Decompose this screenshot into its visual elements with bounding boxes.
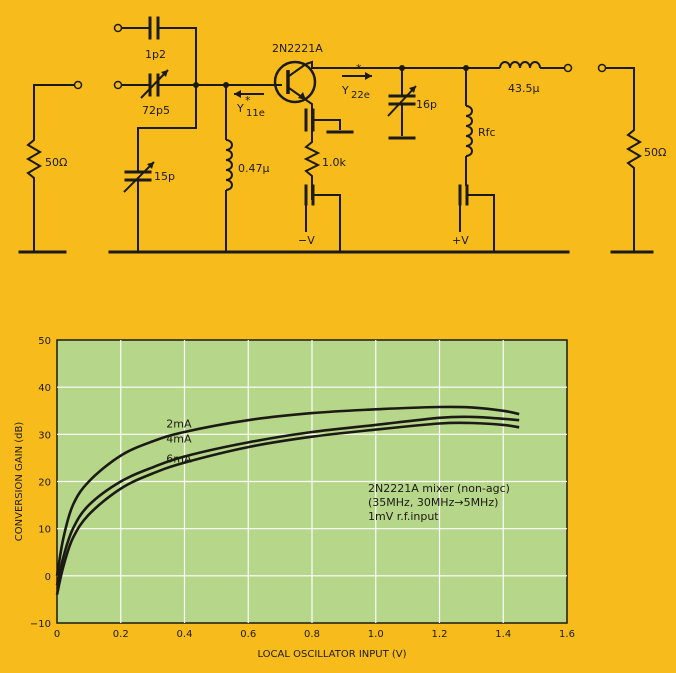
label-c-out: 16p <box>416 98 437 111</box>
y22e-arrow <box>342 72 372 80</box>
x-axis-label: LOCAL OSCILLATOR INPUT (V) <box>257 649 406 660</box>
inductor-43.5u <box>466 61 573 73</box>
capacitor-15p <box>123 85 197 252</box>
label-l-out: 43.5µ <box>508 82 540 95</box>
label-c1: 1p2 <box>145 48 166 61</box>
emitter-bypass-capacitor <box>304 108 354 134</box>
label-y22e: Y <box>341 84 349 97</box>
capacitor-16p <box>387 65 417 140</box>
transistor-2n2221a <box>273 60 466 128</box>
label-r-emitter: 1.0k <box>322 156 346 169</box>
output-resistor <box>597 63 642 252</box>
x-tick-labels: 0 0.2 0.4 0.6 0.8 1.0 1.2 1.4 1.6 <box>54 629 575 640</box>
series-line-4mA <box>55 415 520 586</box>
emitter-resistor <box>303 128 321 200</box>
x-tick-label: 1.6 <box>559 629 575 640</box>
label-r-in: 50Ω <box>45 156 67 169</box>
x-tick-label: 0.8 <box>304 629 320 640</box>
y-tick-label: 40 <box>38 383 51 394</box>
series-lines <box>55 405 520 595</box>
label-y11e-sub: 11e <box>246 108 265 119</box>
y-tick-labels: −10 0 10 20 30 40 50 <box>30 336 51 630</box>
label-l1: 0.47µ <box>238 162 270 175</box>
terminal-lo <box>113 23 123 33</box>
rfc-choke <box>458 65 495 252</box>
label-y22e-star: * <box>356 62 362 75</box>
series-labels: 2mA 4mA 6mA <box>166 417 192 465</box>
circuit-schematic: 50Ω 1p2 72p5 <box>18 16 666 254</box>
x-tick-label: 0.2 <box>113 629 129 640</box>
y-tick-label: 0 <box>45 572 51 583</box>
y-axis-label: CONVERSION GAIN (dB) <box>14 422 25 542</box>
x-tick-label: 1.4 <box>495 629 511 640</box>
x-tick-label: 1.2 <box>432 629 448 640</box>
input-resistor <box>26 80 83 252</box>
label-neg-v: −V <box>298 234 315 247</box>
y-tick-label: 20 <box>38 478 51 489</box>
series-label: 4mA <box>166 432 192 445</box>
x-tick-label: 1.0 <box>368 629 384 640</box>
series-line-6mA <box>55 421 520 595</box>
capacitor-72p5 <box>122 69 282 99</box>
y-tick-label: 10 <box>38 525 51 536</box>
x-tick-label: 0 <box>54 629 60 640</box>
label-transistor: 2N2221A <box>272 42 323 55</box>
y-tick-label: 30 <box>38 430 51 441</box>
y11e-arrow <box>234 90 264 98</box>
annotation-line: (35MHz, 30MHz→5MHz) <box>368 496 498 509</box>
annotation-line: 1mV r.f.input <box>368 510 439 523</box>
neg-supply <box>304 184 341 252</box>
label-y11e: Y <box>236 102 244 115</box>
x-tick-label: 0.4 <box>177 629 193 640</box>
label-y22e-sub: 22e <box>351 90 370 101</box>
x-tick-label: 0.6 <box>240 629 256 640</box>
y-tick-label: −10 <box>30 619 51 630</box>
label-c3: 15p <box>154 170 175 183</box>
capacitor-1p2 <box>122 16 197 85</box>
label-r-out: 50Ω <box>644 146 666 159</box>
label-y11e-star: * <box>245 94 251 107</box>
y-tick-label: 50 <box>38 336 51 347</box>
label-rfc: Rfc <box>478 126 496 139</box>
chart-annotation: 2N2221A mixer (non-agc)(35MHz, 30MHz→5MH… <box>368 482 510 523</box>
series-label: 2mA <box>166 417 192 430</box>
inductor-0.47u <box>225 85 233 252</box>
series-line-2mA <box>55 405 520 577</box>
label-pos-v: +V <box>452 234 469 247</box>
annotation-line: 2N2221A mixer (non-agc) <box>368 482 510 495</box>
terminal-rf <box>113 80 123 90</box>
label-c2: 72p5 <box>142 104 170 117</box>
series-label: 6mA <box>166 453 192 466</box>
